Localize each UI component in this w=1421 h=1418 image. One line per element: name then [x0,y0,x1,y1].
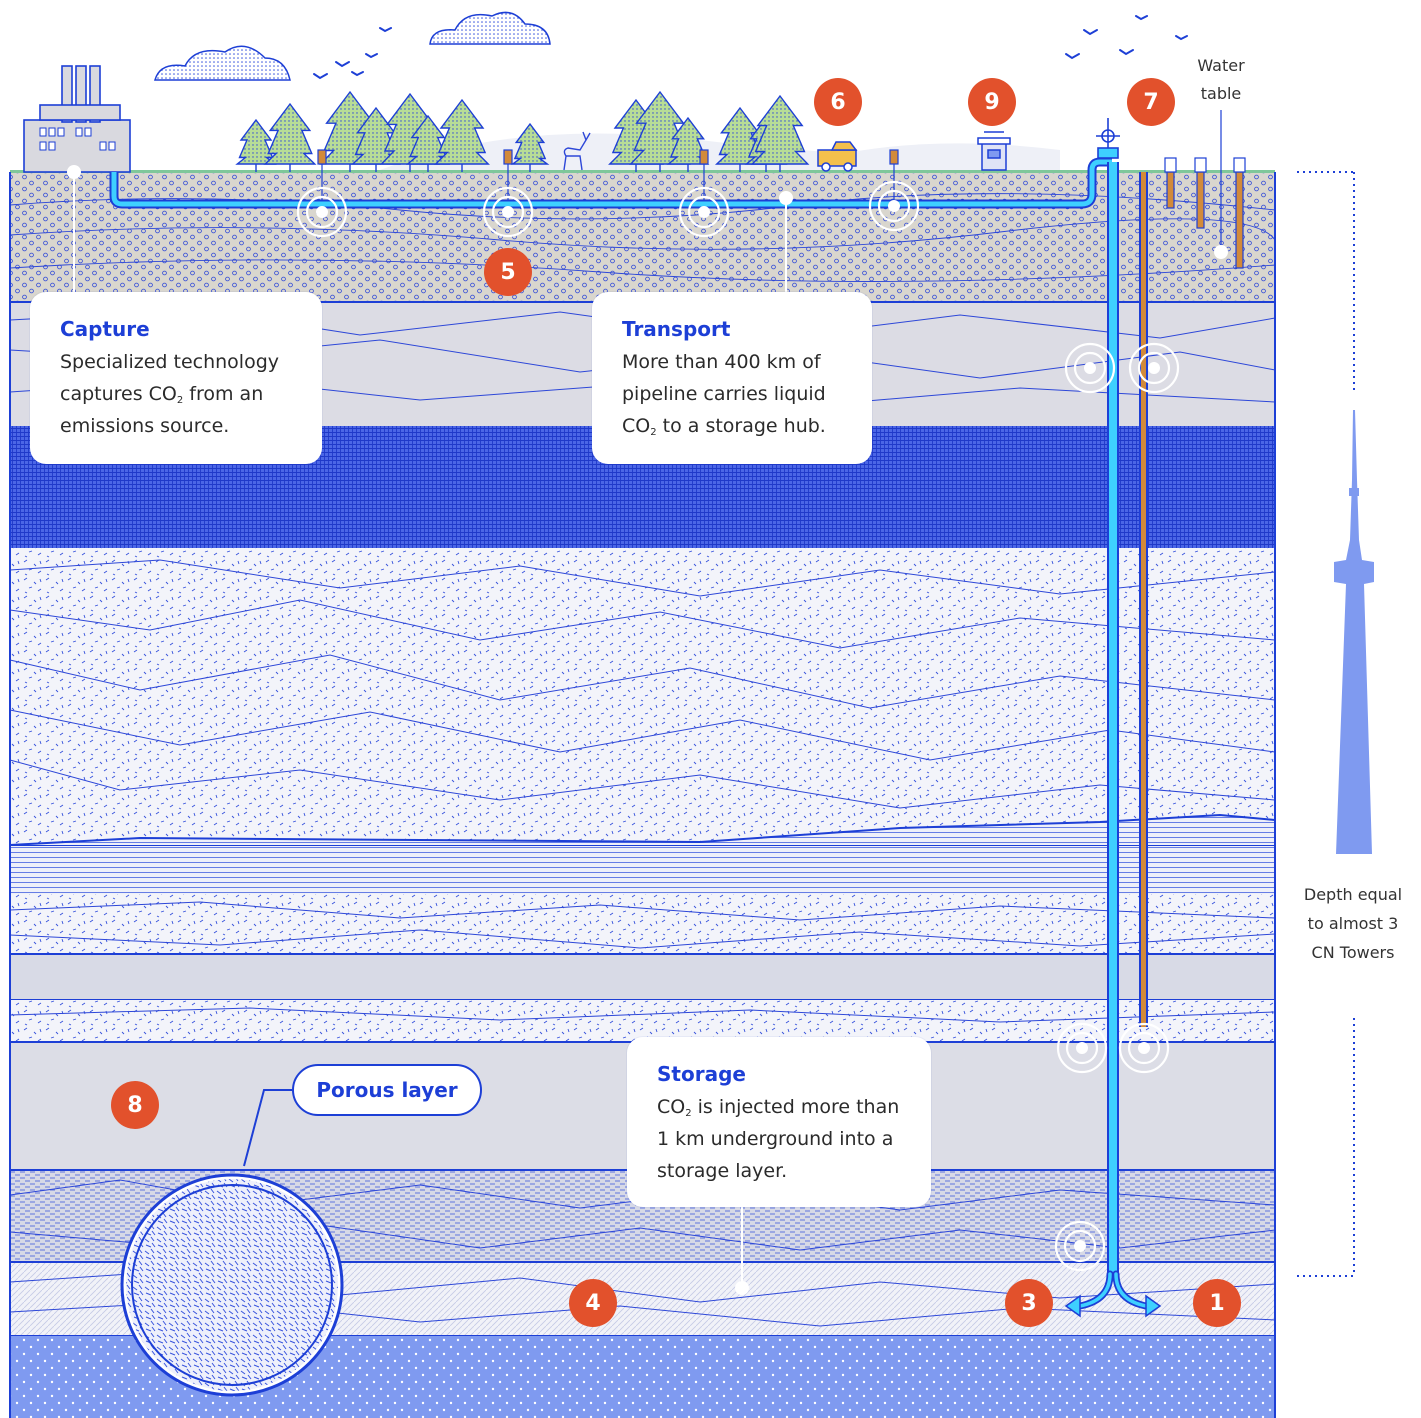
tree-icon [510,122,550,172]
monitoring-ring-icon [482,186,534,238]
bird-icon [313,15,1188,80]
storage-heading: Storage [657,1062,746,1086]
depth-scale [1297,171,1355,1277]
layer-caprock-1 [9,953,1276,1001]
porous-leader [243,1089,292,1167]
capture-callout: Capture Specialized technology captures … [30,292,322,464]
monitoring-ring-group [296,180,1180,1272]
marker-4: 4 [569,1279,617,1327]
monitoring-ring-icon [296,186,348,238]
marker-6: 6 [814,78,862,126]
marker-5: 5 [484,248,532,296]
porous-layer-label: Porous layer [292,1064,482,1116]
monitoring-ring-icon [868,180,920,232]
transport-heading: Transport [622,317,731,341]
tree-group [235,90,810,172]
monitoring-ring-icon [1128,342,1180,394]
monitoring-ring-icon [1056,1022,1108,1074]
layer-sandstone-lower [9,894,1276,954]
tree-icon [263,102,317,172]
monitoring-ring-icon [1064,342,1116,394]
groundwater-wells [1164,157,1246,269]
tree-icon [434,98,490,172]
monitor-post-icon [889,149,899,206]
porous-layer-zoom [120,1173,344,1397]
wellhead-icon [1096,118,1120,159]
layer-striped [10,846,1275,894]
layer-thin-sand [9,1000,1276,1042]
truck-icon [817,141,858,172]
monitoring-ring-icon [678,186,730,238]
marker-7: 7 [1127,78,1175,126]
marker-9: 9 [968,78,1016,126]
deer-icon [563,131,591,171]
capture-text: Specialized technology captures CO2 from… [60,351,280,437]
factory-icon [23,65,131,173]
storage-text: CO2 is injected more than 1 km undergrou… [657,1096,900,1182]
cn-tower-icon [1334,410,1374,854]
monitoring-ring-icon [1118,1022,1170,1074]
marker-1: 1 [1193,1279,1241,1327]
station-icon [977,131,1011,171]
storage-callout: Storage CO2 is injected more than 1 km u… [627,1037,931,1207]
cloud-icon [154,45,291,81]
cloud-icon [429,11,551,45]
tree-icon [629,90,691,172]
tree-icon [235,118,277,172]
layer-sandstone [9,548,1276,847]
tree-icon [405,114,451,172]
transport-text: More than 400 km of pipeline carries liq… [622,351,826,438]
tree-icon [666,116,710,172]
capture-heading: Capture [60,317,150,341]
monitoring-ring-icon [1054,1220,1106,1272]
marker-3: 3 [1005,1279,1053,1327]
tree-icon [750,94,810,172]
layer-gravel [9,170,1276,302]
transport-callout: Transport More than 400 km of pipeline c… [592,292,872,464]
marker-8: 8 [111,1081,159,1129]
